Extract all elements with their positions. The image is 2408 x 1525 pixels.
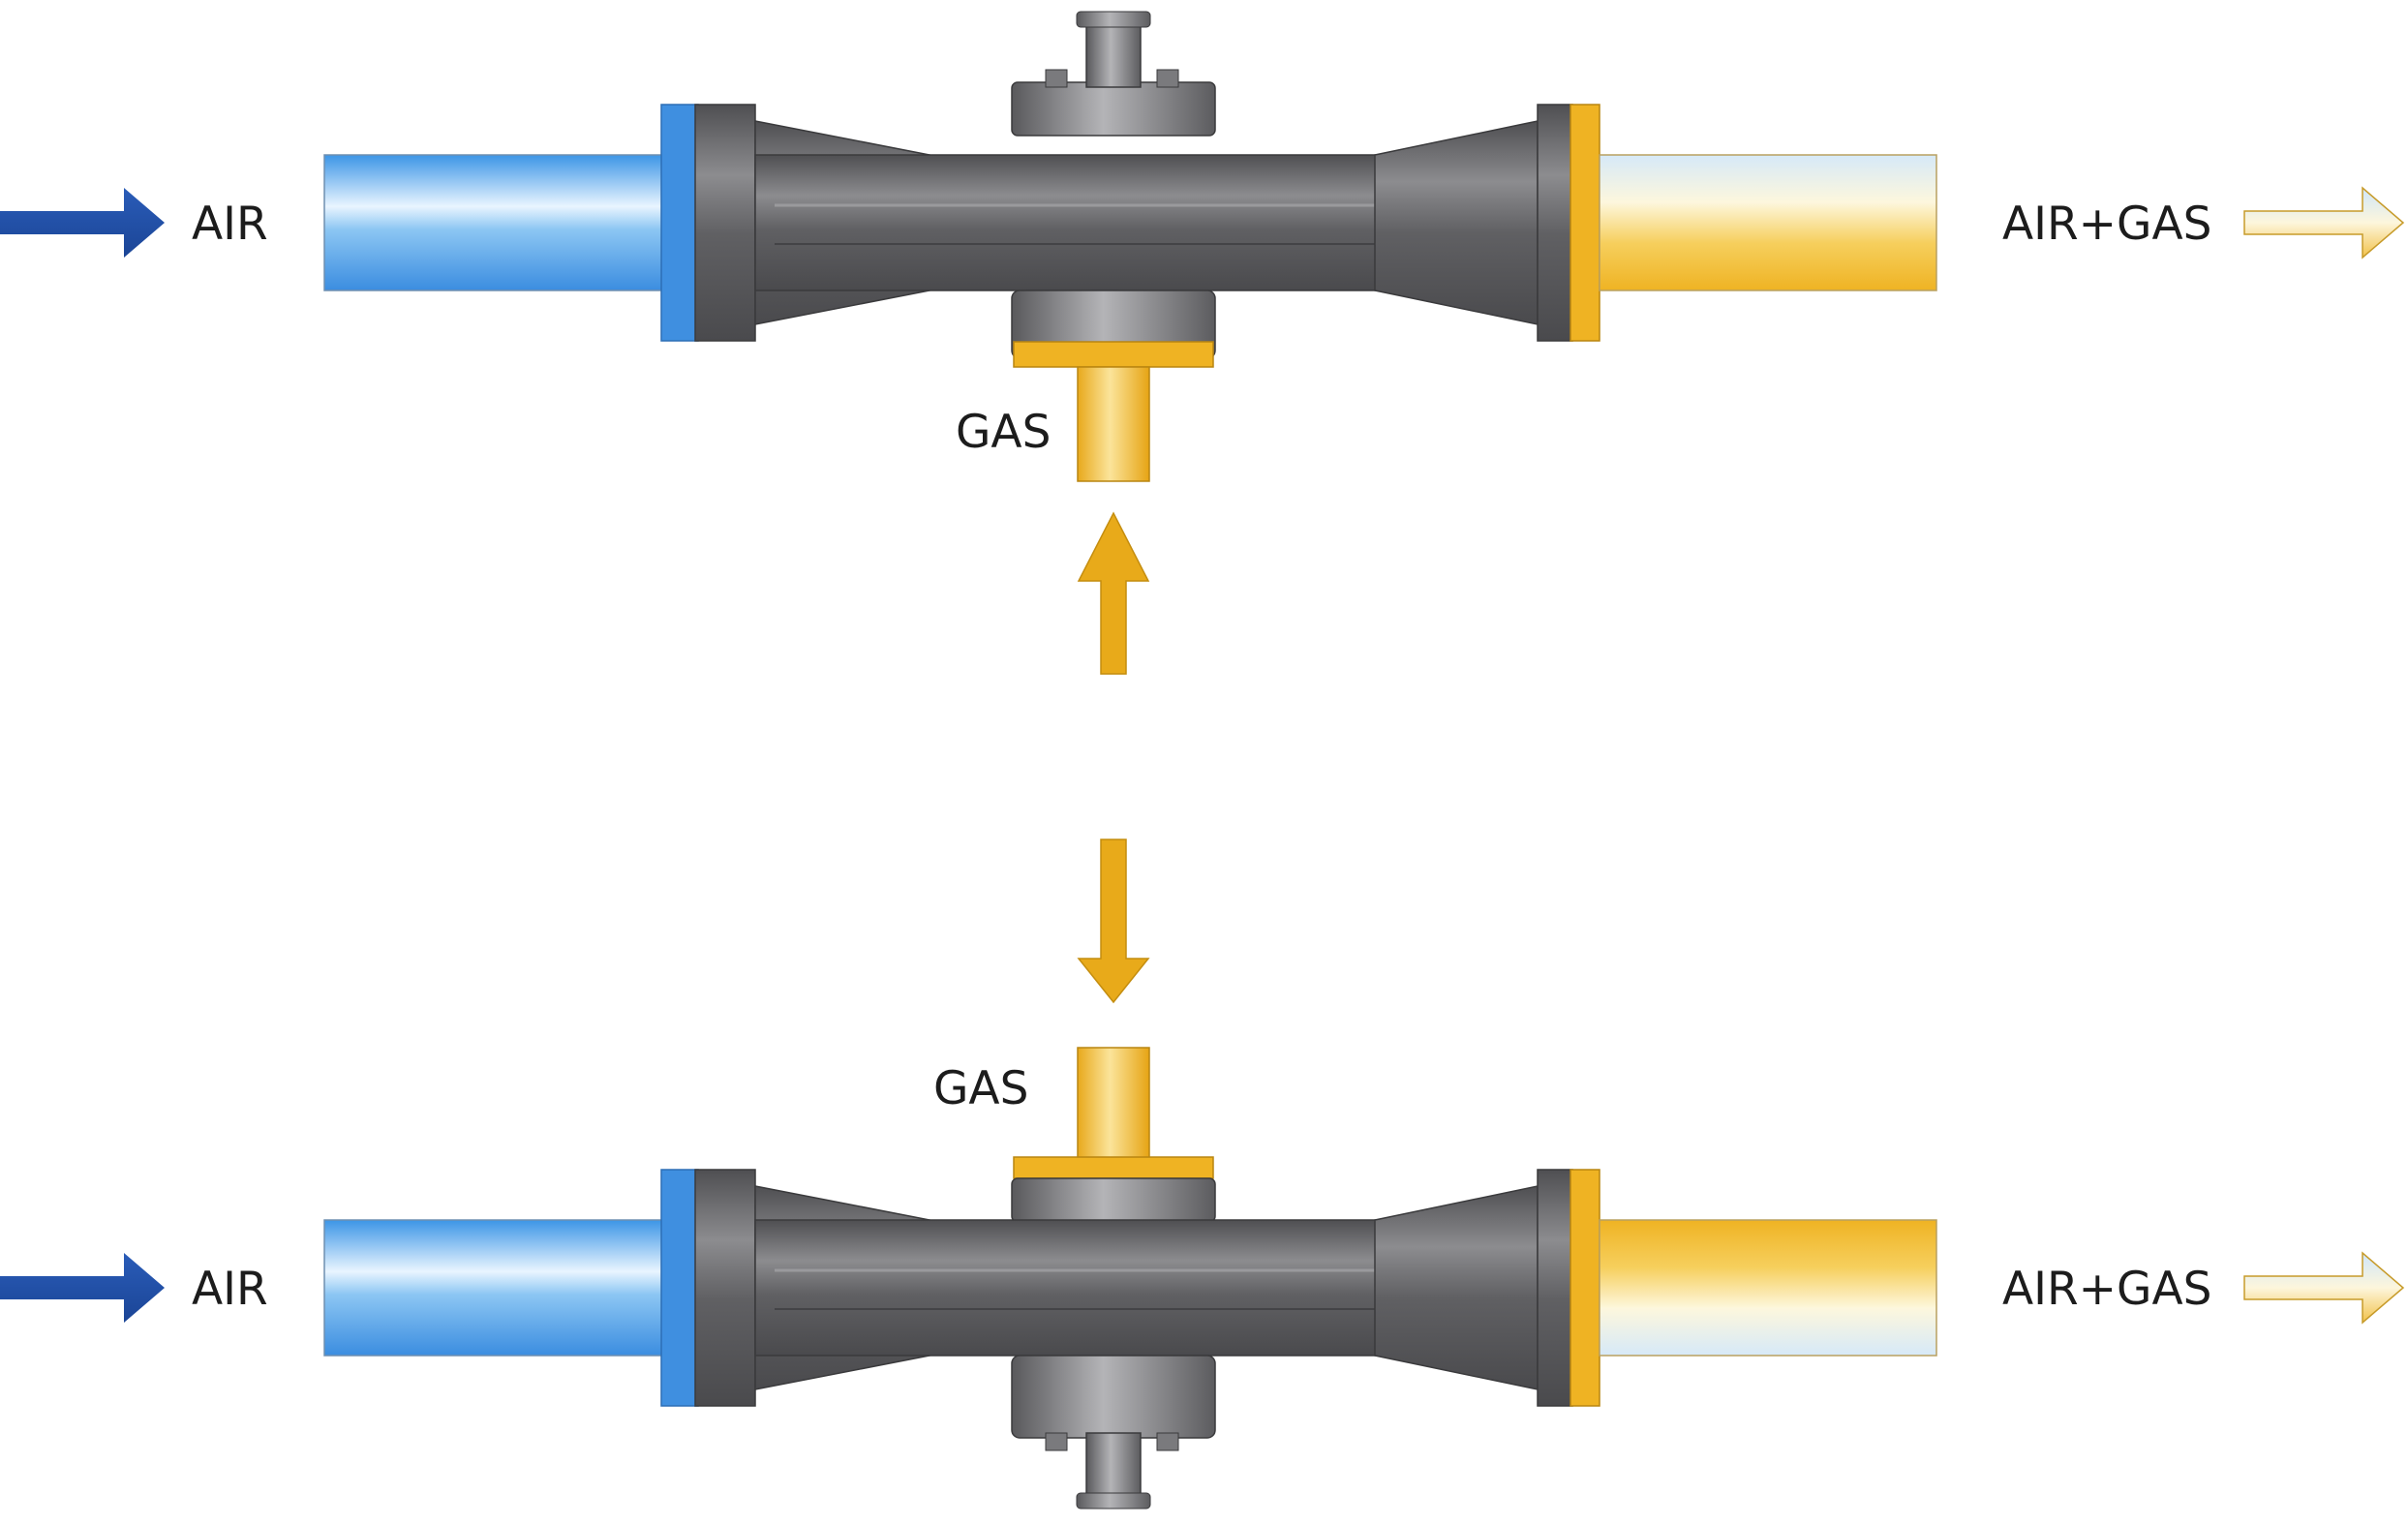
gas-flow-down-arrow (1077, 839, 1150, 1004)
air-inlet-arrow (0, 188, 165, 258)
bottom-venturi-assembly: AIR GAS AIR+GAS (0, 1047, 2405, 1510)
air-gas-outlet-label: AIR+GAS (2002, 198, 2211, 251)
air-gas-outlet-arrow (2243, 186, 2405, 259)
air-inlet-label: AIR (192, 198, 268, 251)
air-gas-outlet-label: AIR+GAS (2002, 1263, 2211, 1316)
gas-inlet-label: GAS (933, 1062, 1028, 1115)
air-inlet-label: AIR (192, 1263, 268, 1316)
top-venturi-assembly: AIR GAS AIR+GAS (0, 11, 2405, 482)
air-gas-outlet-arrow (2243, 1251, 2405, 1325)
gas-inlet-label: GAS (956, 406, 1051, 459)
gas-flow-up-arrow (1077, 511, 1150, 675)
air-inlet-arrow (0, 1253, 165, 1323)
